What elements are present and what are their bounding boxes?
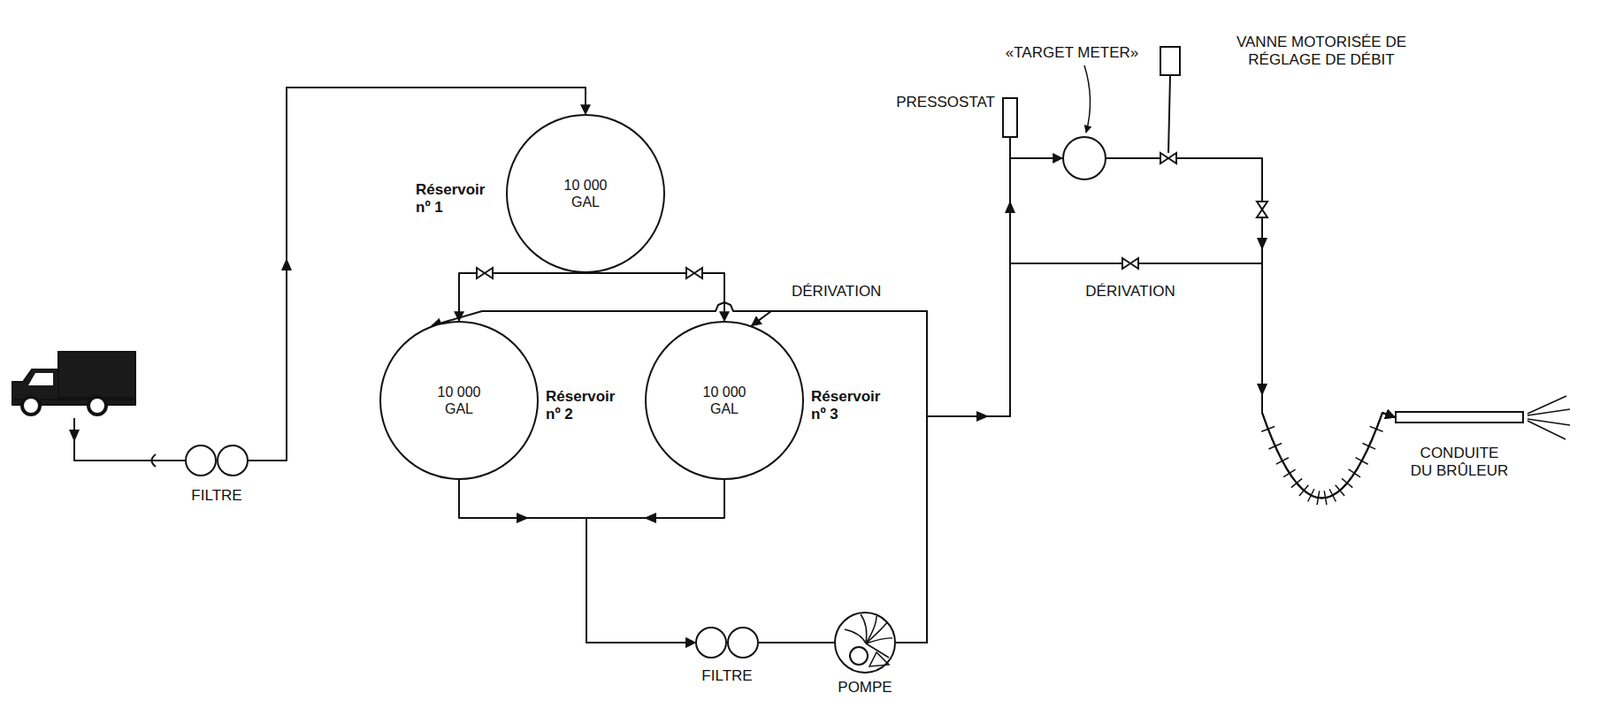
part-label: «TARGET METER» (1005, 44, 1140, 62)
tank: Réservoir nº 210 000 GAL (379, 321, 539, 481)
pressure-switch-shape (1002, 97, 1019, 138)
filter-shape (695, 627, 759, 659)
hose-tick (1283, 469, 1295, 478)
filter-shape (184, 444, 249, 477)
pump: POMPE (834, 612, 896, 674)
pipe-connector (586, 480, 725, 644)
coupling-mark (152, 454, 157, 467)
hose-tick (1355, 458, 1369, 466)
part-label: PRESSOSTAT (895, 93, 996, 112)
tank: Réservoir nº 310 000 GAL (644, 321, 804, 481)
hose-tick (1370, 426, 1384, 432)
pipe-connector (585, 273, 725, 322)
filter: FILTRE (695, 627, 759, 659)
spray (1527, 396, 1570, 440)
hose-tick (1316, 490, 1320, 506)
capacity: 10 000 GAL (552, 176, 619, 211)
hose-tick (1335, 485, 1345, 497)
tank-shape (644, 321, 804, 481)
hose-tick (1308, 489, 1315, 502)
part-label: FILTRE (191, 487, 242, 506)
part-label: CONDUITE DU BRÛLEUR (1408, 444, 1511, 482)
leader-line (1084, 65, 1091, 133)
pipe-connector (459, 273, 586, 322)
pressure-switch: PRESSOSTAT (1002, 97, 1019, 138)
hose-tick (1299, 485, 1309, 497)
filter: FILTRE (184, 444, 249, 477)
pipe-connector (758, 642, 835, 644)
part-label: FILTRE (701, 667, 752, 686)
pipe-connector (1106, 158, 1395, 499)
tank: Réservoir nº 110 000 GAL (505, 114, 666, 274)
part-label: VANNE MOTORISÉE DE RÉGLAGE DE DÉBIT (1219, 33, 1424, 70)
burner-pipe-shape (1394, 411, 1524, 424)
pressure-switch-stem (1009, 137, 1011, 159)
burner-pipe: CONDUITE DU BRÛLEUR (1394, 411, 1524, 424)
pipe-connector (895, 158, 1063, 644)
pump-shape (834, 612, 896, 674)
flow-meter-shape (1062, 136, 1107, 181)
hose-ticks (1261, 426, 1383, 506)
hose-tick (1341, 478, 1353, 488)
part-label: POMPE (837, 679, 892, 697)
valve-stem (1168, 76, 1171, 154)
hose-tick (1324, 490, 1327, 506)
valve-motor: VANNE MOTORISÉE DE RÉGLAGE DE DÉBIT (1159, 45, 1181, 77)
delivery-pipe (74, 418, 185, 461)
pipe-connector (459, 480, 696, 644)
truck (12, 352, 136, 415)
tank-heading: Réservoir nº 3 (811, 388, 893, 425)
pipe-connector (895, 263, 1395, 644)
hose-tick (1329, 489, 1336, 502)
hose-tick (1268, 444, 1282, 451)
tank-heading: Réservoir nº 2 (545, 388, 628, 425)
hose-tick (1362, 443, 1377, 450)
tank-shape (505, 114, 666, 274)
line-label: DÉRIVATION (788, 283, 884, 301)
capacity: 10 000 GAL (426, 383, 492, 418)
hose-tick (1348, 469, 1361, 478)
flow-arrow (68, 200, 1268, 524)
line-label: DÉRIVATION (1082, 283, 1178, 301)
hose-tick (1276, 458, 1289, 465)
flow-meter: «TARGET METER» (1062, 136, 1107, 181)
hose-tick (1291, 478, 1302, 488)
tank-heading: Réservoir nº 1 (415, 181, 498, 218)
valve-motor-shape (1159, 45, 1181, 77)
capacity: 10 000 GAL (691, 383, 758, 418)
tank-shape (379, 321, 539, 481)
hose-tick (1261, 426, 1275, 432)
